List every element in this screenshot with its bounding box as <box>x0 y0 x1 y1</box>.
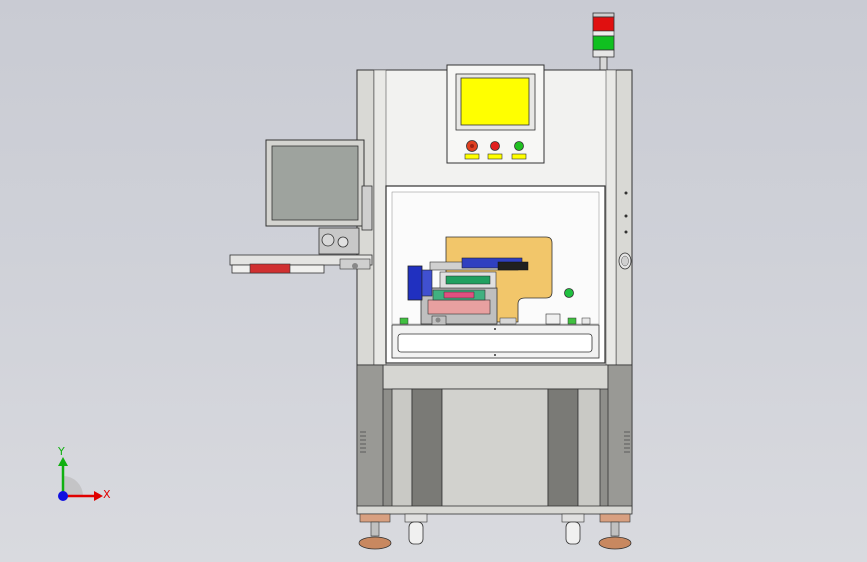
work-window <box>385 185 606 364</box>
hmi-screen-icon <box>460 77 530 126</box>
monitor-screen <box>271 145 359 221</box>
signal-tower-icon <box>592 12 615 71</box>
axis-y-label: Y <box>57 445 65 458</box>
axis-triad-icon: Y X <box>57 445 111 501</box>
axis-x-label: X <box>103 488 111 501</box>
casters <box>358 513 632 550</box>
cabinet-lower <box>356 364 633 515</box>
hmi-panel <box>446 64 545 164</box>
monitor-arm <box>229 139 373 274</box>
emergency-stop-icon <box>466 140 478 152</box>
